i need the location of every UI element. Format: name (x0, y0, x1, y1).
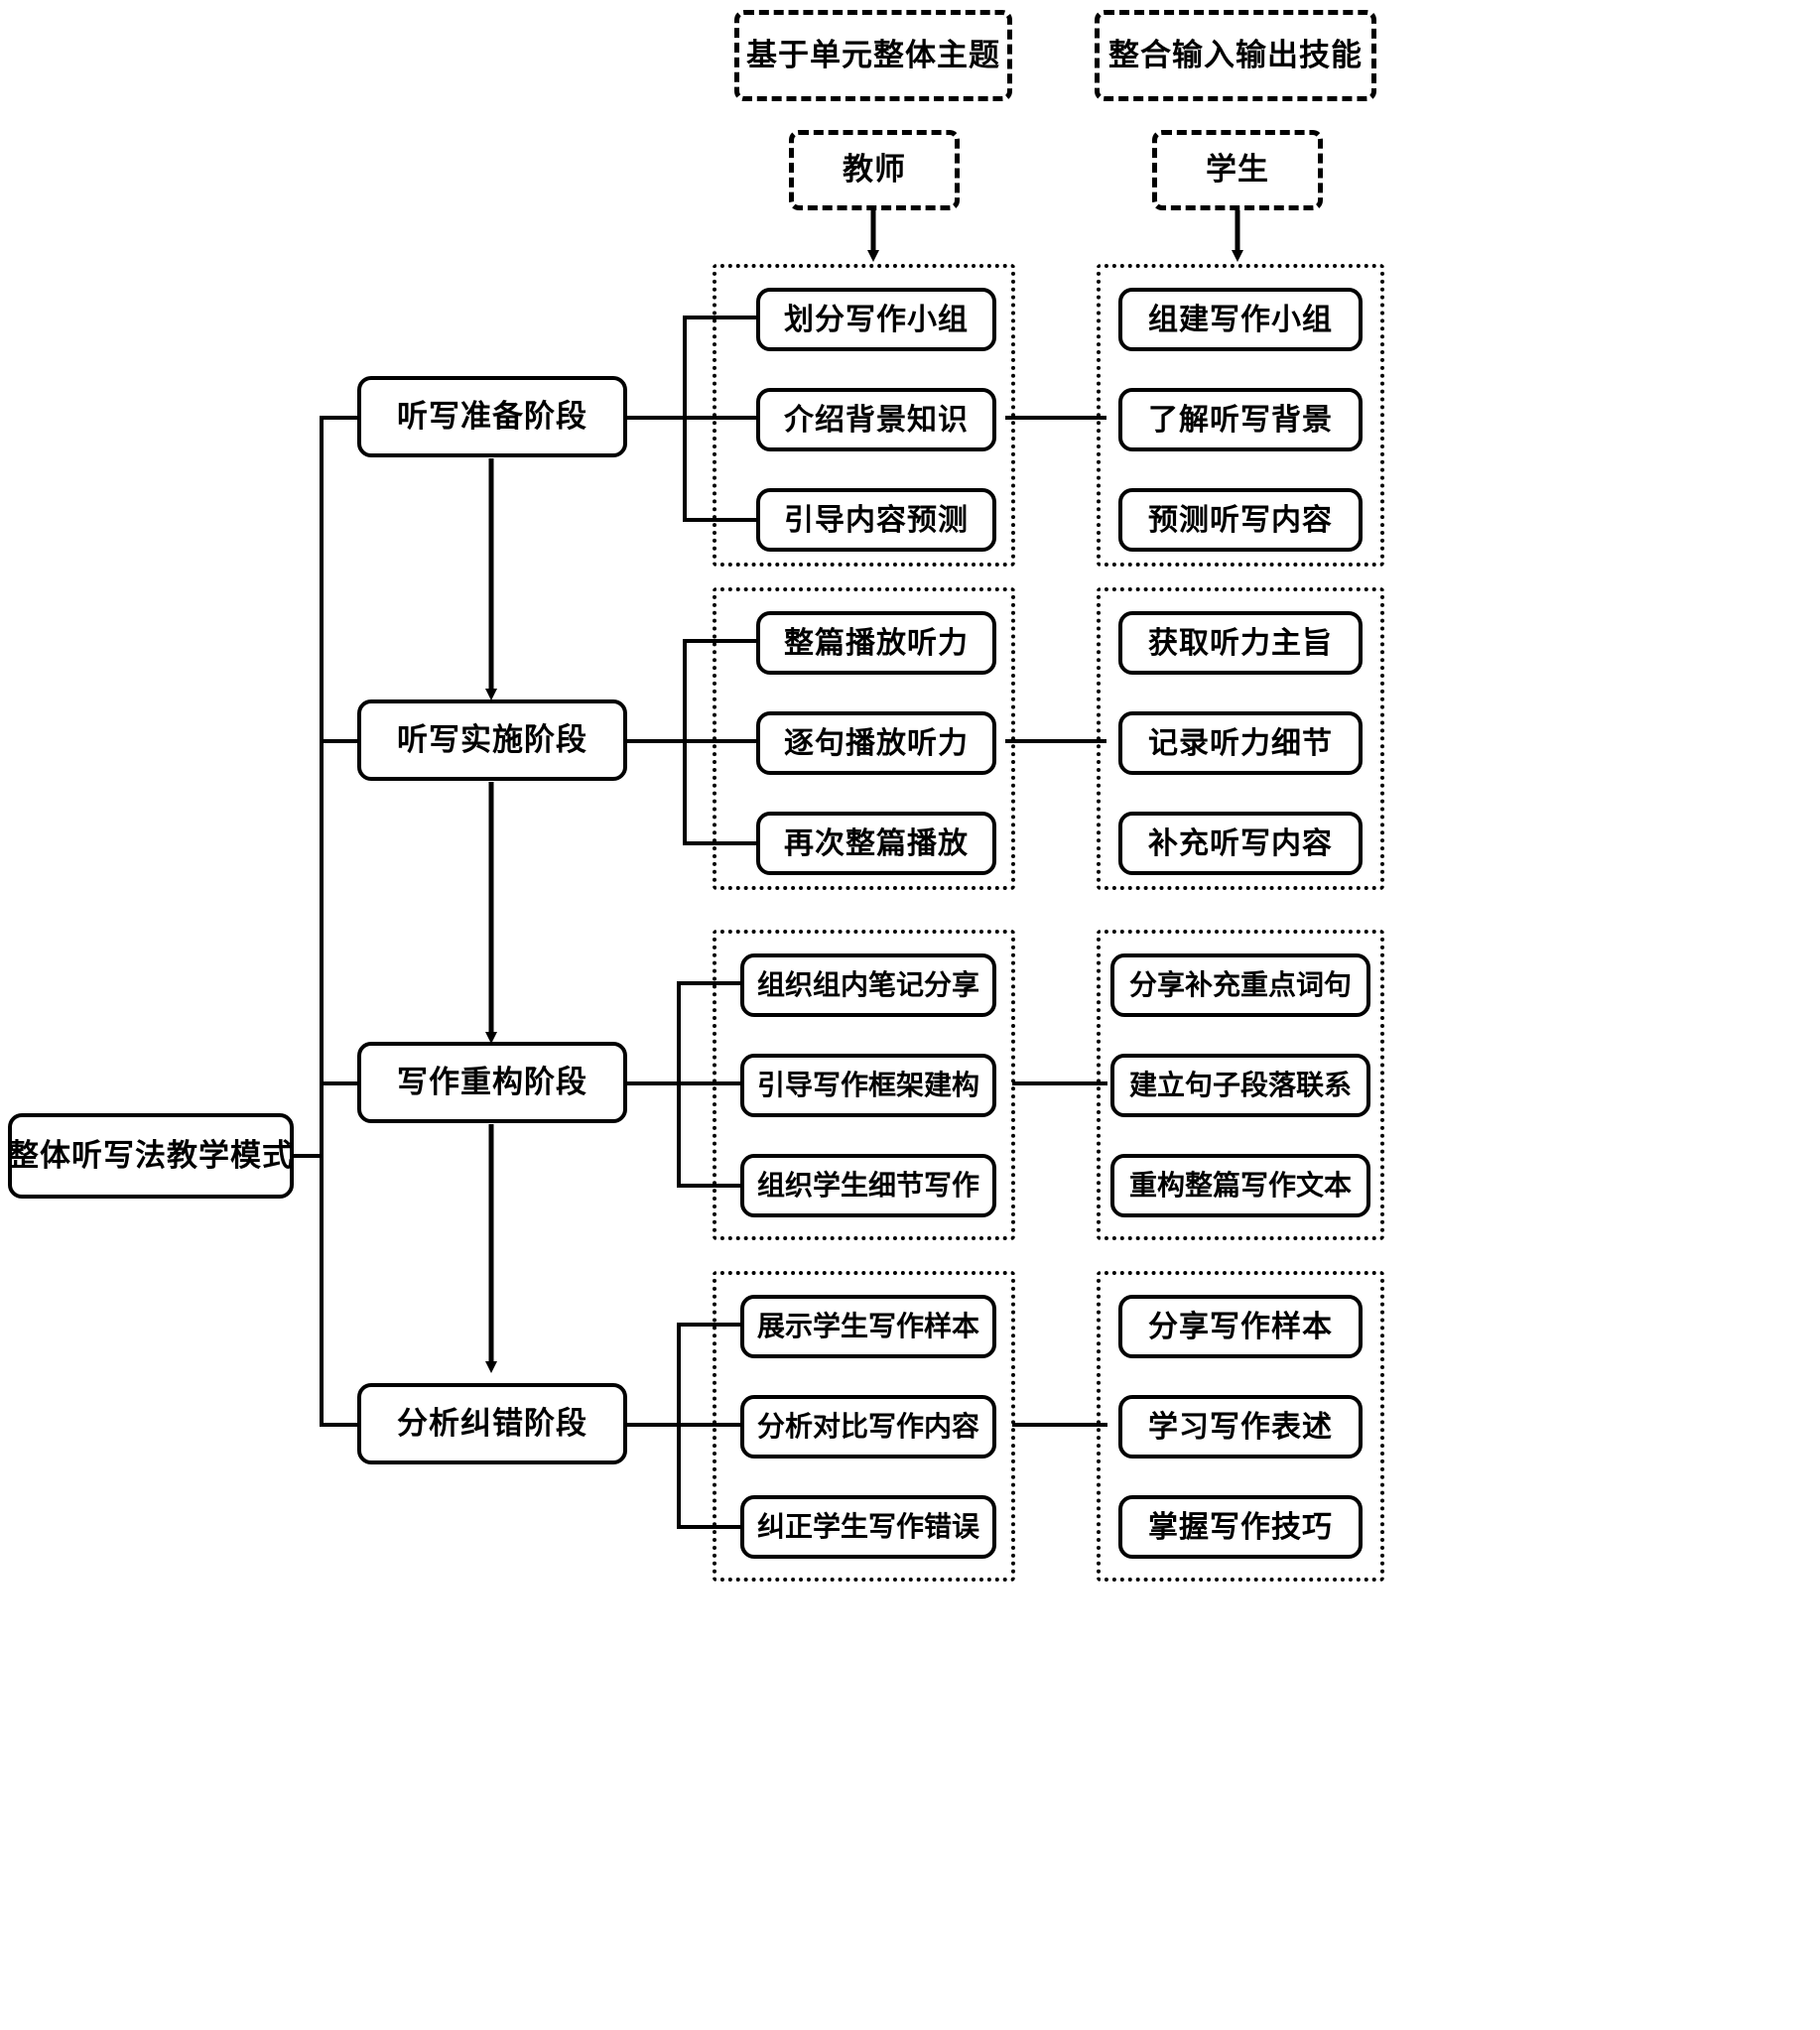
header-skills-label: 整合输入输出技能 (1108, 37, 1363, 73)
student-group-1 (1097, 264, 1384, 567)
student-group-4 (1097, 1271, 1384, 1582)
teacher-action-4-3-label: 纠正学生写作错误 (756, 1509, 979, 1543)
stage2-fan-bot (683, 841, 756, 845)
student-action-2-3-label: 补充听写内容 (1148, 825, 1333, 861)
trunk-branch-4 (320, 1423, 361, 1427)
teacher-action-3-2-label: 引导写作框架建构 (756, 1068, 979, 1101)
student-action-4-1: 分享写作样本 (1118, 1295, 1363, 1358)
root-node: 整体听写法教学模式 (8, 1113, 294, 1199)
student-action-1-3-label: 预测听写内容 (1148, 502, 1333, 538)
teacher-group-3 (713, 930, 1015, 1240)
student-action-4-3: 掌握写作技巧 (1118, 1495, 1363, 1559)
student-action-1-2-label: 了解听写背景 (1148, 402, 1333, 438)
stage-implementation: 听写实施阶段 (357, 699, 627, 781)
stage2-fan-top (683, 639, 756, 643)
header-theme: 基于单元整体主题 (734, 10, 1012, 101)
student-action-1-1-label: 组建写作小组 (1148, 302, 1333, 337)
role-teacher: 教师 (789, 130, 960, 210)
teacher-action-3-1-label: 组织组内笔记分享 (756, 967, 979, 1001)
root-node-label: 整体听写法教学模式 (8, 1137, 294, 1174)
teacher-action-4-1: 展示学生写作样本 (740, 1295, 996, 1358)
stage-preparation: 听写准备阶段 (357, 376, 627, 457)
student-action-3-1: 分享补充重点词句 (1110, 953, 1370, 1017)
teacher-group-1 (713, 264, 1015, 567)
student-action-3-3-label: 重构整篇写作文本 (1128, 1168, 1352, 1202)
stage-reconstruction-label: 写作重构阶段 (397, 1064, 587, 1100)
student-action-3-2: 建立句子段落联系 (1110, 1054, 1370, 1117)
student-action-1-2: 了解听写背景 (1118, 388, 1363, 451)
teacher-action-2-3-label: 再次整篇播放 (784, 825, 969, 861)
teacher-action-2-1: 整篇播放听力 (756, 611, 996, 675)
student-group-3 (1097, 930, 1384, 1240)
teacher-action-1-2-label: 介绍背景知识 (784, 402, 969, 438)
stage4-fan-bot (677, 1525, 742, 1529)
trunk-branch-2 (320, 739, 361, 743)
student-action-2-3: 补充听写内容 (1118, 812, 1363, 875)
teacher-action-2-2: 逐句播放听力 (756, 711, 996, 775)
stage4-cross (1012, 1423, 1107, 1427)
teacher-action-1-3: 引导内容预测 (756, 488, 996, 552)
teacher-action-4-3: 纠正学生写作错误 (740, 1495, 996, 1559)
student-action-4-1-label: 分享写作样本 (1148, 1309, 1333, 1344)
stage-implementation-label: 听写实施阶段 (397, 721, 587, 758)
teacher-group-4 (713, 1271, 1015, 1582)
stage4-fan-top (677, 1323, 742, 1327)
student-action-2-1-label: 获取听力主旨 (1148, 625, 1333, 661)
trunk-branch-1 (320, 416, 361, 420)
teacher-action-2-1-label: 整篇播放听力 (784, 625, 969, 661)
teacher-action-2-3: 再次整篇播放 (756, 812, 996, 875)
role-teacher-label: 教师 (843, 152, 906, 189)
root-trunk (320, 418, 324, 1425)
stage1-cross (1005, 416, 1106, 420)
teacher-action-3-3: 组织学生细节写作 (740, 1154, 996, 1217)
student-action-3-3: 重构整篇写作文本 (1110, 1154, 1370, 1217)
teacher-action-3-1: 组织组内笔记分享 (740, 953, 996, 1017)
student-action-3-2-label: 建立句子段落联系 (1128, 1068, 1352, 1101)
student-action-4-2: 学习写作表述 (1118, 1395, 1363, 1459)
teacher-action-4-2-label: 分析对比写作内容 (756, 1409, 979, 1443)
teacher-action-1-3-label: 引导内容预测 (784, 502, 969, 538)
role-student: 学生 (1152, 130, 1323, 210)
role-student-label: 学生 (1206, 152, 1269, 189)
teacher-action-1-1: 划分写作小组 (756, 288, 996, 351)
root-stem (294, 1154, 322, 1158)
student-action-3-1-label: 分享补充重点词句 (1128, 967, 1352, 1001)
stage3-fan-mid (627, 1081, 742, 1085)
teacher-action-4-2: 分析对比写作内容 (740, 1395, 996, 1459)
stage-analysis-label: 分析纠错阶段 (397, 1405, 587, 1442)
stage1-fan-top (683, 316, 756, 319)
stage2-fan-mid (627, 739, 756, 743)
student-action-2-2-label: 记录听力细节 (1148, 725, 1333, 761)
teacher-action-3-3-label: 组织学生细节写作 (756, 1168, 979, 1202)
stage-analysis: 分析纠错阶段 (357, 1383, 627, 1464)
stage3-cross (1012, 1081, 1107, 1085)
student-action-1-3: 预测听写内容 (1118, 488, 1363, 552)
student-action-1-1: 组建写作小组 (1118, 288, 1363, 351)
stage3-fan-bot (677, 1184, 742, 1188)
stage-preparation-label: 听写准备阶段 (397, 398, 587, 435)
student-action-4-3-label: 掌握写作技巧 (1148, 1509, 1333, 1545)
teacher-action-1-1-label: 划分写作小组 (784, 302, 969, 337)
student-action-4-2-label: 学习写作表述 (1148, 1409, 1333, 1445)
teacher-group-2 (713, 587, 1015, 890)
stage2-cross (1005, 739, 1106, 743)
student-action-2-1: 获取听力主旨 (1118, 611, 1363, 675)
stage4-fan-mid (627, 1423, 742, 1427)
teacher-action-3-2: 引导写作框架建构 (740, 1054, 996, 1117)
stage1-fan-bot (683, 518, 756, 522)
stage-reconstruction: 写作重构阶段 (357, 1042, 627, 1123)
header-skills: 整合输入输出技能 (1095, 10, 1376, 101)
teacher-action-1-2: 介绍背景知识 (756, 388, 996, 451)
teacher-action-2-2-label: 逐句播放听力 (784, 725, 969, 761)
stage1-fan-mid (627, 416, 756, 420)
student-action-2-2: 记录听力细节 (1118, 711, 1363, 775)
student-group-2 (1097, 587, 1384, 890)
stage3-fan-top (677, 981, 742, 985)
trunk-branch-3 (320, 1081, 361, 1085)
teacher-action-4-1-label: 展示学生写作样本 (756, 1309, 979, 1342)
header-theme-label: 基于单元整体主题 (746, 37, 1000, 73)
